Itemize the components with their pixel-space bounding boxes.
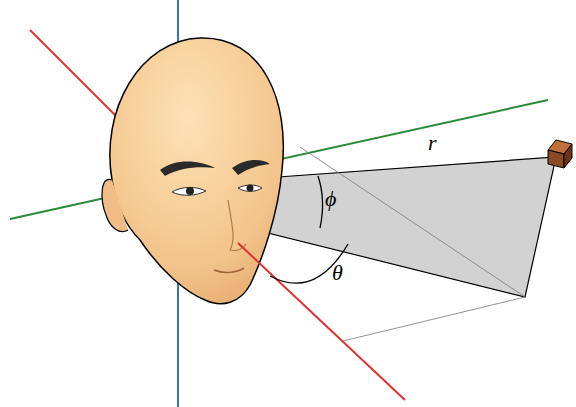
pupil: [247, 185, 254, 192]
pupil: [186, 187, 194, 195]
theta-arc: [270, 244, 348, 283]
distance-label: r: [428, 132, 437, 154]
elevation-label: ϕ: [325, 188, 336, 210]
azimuth-label: θ: [332, 262, 343, 284]
eyebrow: [160, 162, 215, 177]
projection-line: [343, 297, 525, 341]
frontal-axis-front: [238, 243, 405, 400]
head: [110, 38, 283, 304]
cube-side: [564, 144, 572, 168]
angle-wedge: [264, 157, 556, 297]
cube-front: [548, 150, 564, 168]
mouth: [214, 268, 244, 272]
phi-arc: [318, 176, 323, 228]
eyebrow: [232, 160, 270, 175]
eye: [172, 187, 206, 195]
ear: [102, 179, 128, 231]
nose: [228, 200, 246, 251]
projection-line: [300, 147, 525, 297]
eye: [238, 185, 262, 191]
